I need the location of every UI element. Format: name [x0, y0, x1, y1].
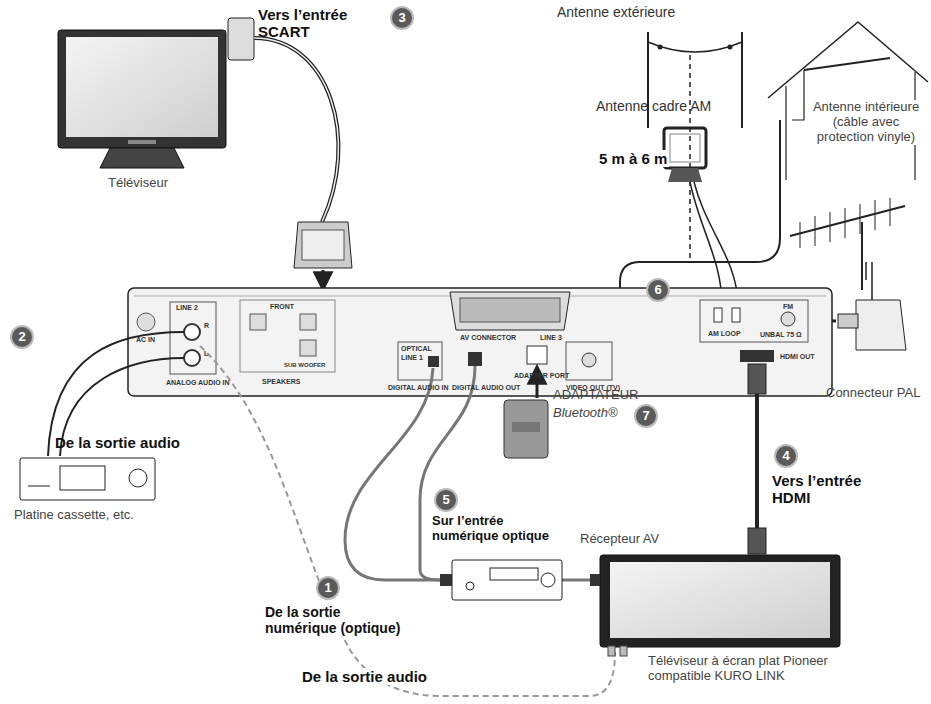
antenna-label: Antenne intérieure (câble avec protectio…: [805, 100, 927, 145]
scart-cable: [228, 18, 352, 288]
panel-label: FM: [783, 303, 793, 310]
callout-number: 3: [392, 8, 412, 28]
connection-label: Sur l’entrée numérique optique: [432, 514, 562, 544]
optical-cable-out: [420, 366, 475, 586]
connection-label: De la sortie numérique (optique): [263, 604, 417, 636]
am-loop-antenna: [664, 128, 738, 306]
device-label: Bluetooth®: [553, 406, 618, 421]
panel-label: AV CONNECTOR: [460, 334, 516, 341]
dimension-label: 5 m à 6 m: [597, 150, 669, 167]
av-receiver: [452, 560, 562, 600]
television: [58, 30, 226, 168]
panel-label: AC IN: [136, 336, 155, 343]
panel-label: LINE 1: [401, 354, 423, 361]
device-label: Téléviseur à écran plat Pioneer compatib…: [648, 654, 883, 684]
connection-label: De la sortie audio: [300, 668, 429, 685]
audio-cable-dashed: [200, 346, 615, 696]
panel-label: AM LOOP: [708, 330, 741, 337]
panel-label: VIDEO OUT (TV): [566, 384, 620, 391]
panel-label: ADAPTER PORT: [514, 372, 569, 379]
hdmi-cable: [748, 364, 766, 554]
panel-label: SUB WOOFER: [284, 362, 325, 368]
panel-label: R: [204, 322, 209, 329]
device-label: Platine cassette, etc.: [14, 508, 134, 523]
device-label: Connecteur PAL: [826, 386, 920, 401]
connection-label: De la sortie audio: [55, 434, 180, 451]
panel-label: SPEAKERS: [262, 378, 301, 385]
panel-label: LINE 2: [176, 304, 198, 311]
callout-number: 7: [636, 406, 656, 426]
flat-tv: [590, 555, 840, 656]
panel-label: DIGITAL AUDIO OUT: [452, 384, 520, 391]
connection-label: Vers l’entrée SCART: [258, 6, 388, 41]
device-label: Téléviseur: [108, 176, 168, 191]
cassette-deck: [20, 332, 184, 500]
panel-label: OPTICAL: [401, 345, 432, 352]
device-label: Récepteur AV: [580, 532, 659, 547]
antenna-label: Antenne cadre AM: [596, 98, 711, 114]
callout-number: 5: [436, 490, 456, 510]
panel-label: LINE 3: [540, 334, 562, 341]
panel-label: DIGITAL AUDIO IN: [388, 384, 449, 391]
antenna-label: Antenne extérieure: [557, 4, 675, 20]
callout-number: 4: [776, 446, 796, 466]
panel-label: L: [204, 350, 208, 357]
callout-number: 2: [12, 327, 32, 347]
panel-label: FRONT: [270, 303, 294, 310]
panel-label: UNBAL 75 Ω: [760, 331, 802, 338]
outdoor-antenna: [648, 32, 742, 262]
panel-label: HDMI OUT: [780, 353, 815, 360]
rear-panel: [128, 288, 832, 396]
panel-label: ANALOG AUDIO IN: [166, 379, 230, 386]
connection-label: Vers l’entrée HDMI: [772, 472, 884, 507]
bluetooth-adapter: [504, 368, 548, 458]
callout-number: 1: [318, 578, 338, 598]
callout-number: 6: [648, 280, 668, 300]
